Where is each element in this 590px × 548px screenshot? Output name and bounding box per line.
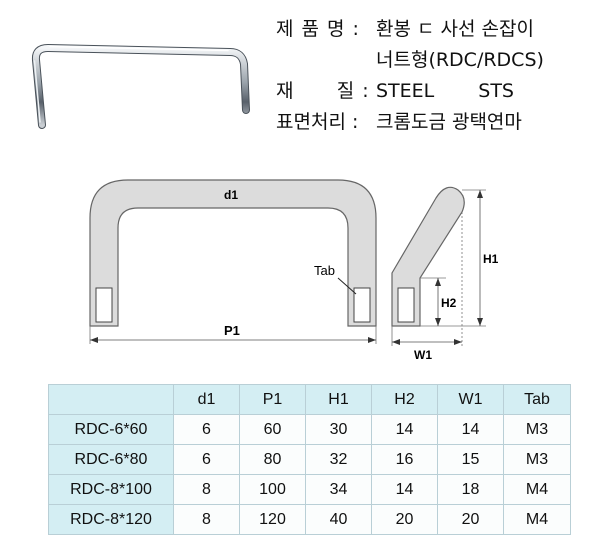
table-cell: 40 (305, 504, 372, 535)
spec-value: 너트형(RDC/RDCS) (376, 49, 544, 71)
spec-label (276, 45, 376, 76)
side-nut-hole (397, 287, 415, 323)
table-row: RDC-8*120 8 120 40 20 20 M4 (48, 504, 571, 535)
p1-label: P1 (224, 323, 240, 338)
model-cell: RDC-8*120 (48, 504, 174, 535)
table-cell: 15 (437, 444, 504, 475)
header-cell: Tab (503, 384, 571, 415)
table-row: RDC-6*80 6 80 32 16 15 M3 (48, 444, 571, 475)
table-cell: M3 (503, 444, 571, 475)
material-steel: STEEL (376, 80, 435, 102)
material-sts: STS (478, 80, 514, 102)
header-cell: d1 (173, 384, 240, 415)
table-cell: 34 (305, 474, 372, 505)
dimension-table: d1 P1 H1 H2 W1 Tab RDC-6*60 6 60 30 14 1… (48, 384, 571, 535)
table-cell: M3 (503, 414, 571, 445)
table-cell: 80 (239, 444, 306, 475)
table-cell: 6 (173, 444, 240, 475)
table-cell: 8 (173, 504, 240, 535)
header-cell: P1 (239, 384, 306, 415)
tab-label: Tab (314, 263, 335, 278)
spec-label: 재 질 : (276, 80, 370, 102)
right-nut-hole (353, 287, 371, 323)
table-cell: 20 (437, 504, 504, 535)
table-cell: 100 (239, 474, 306, 505)
table-cell: 14 (371, 474, 438, 505)
left-nut-hole (95, 287, 113, 323)
side-view: H1 H2 W1 (391, 186, 499, 362)
spec-row-finish: 표면처리 : 크롬도금 광택연마 (276, 107, 586, 138)
table-cell: 14 (371, 414, 438, 445)
table-cell: 60 (239, 414, 306, 445)
front-view: P1 d1 Tab (89, 179, 377, 344)
table-header-row: d1 P1 H1 H2 W1 Tab (48, 384, 571, 415)
spec-value: 환봉 ㄷ 사선 손잡이 (376, 18, 534, 40)
table-cell: M4 (503, 504, 571, 535)
spec-value: 크롬도금 광택연마 (376, 111, 522, 133)
w1-label: W1 (414, 348, 432, 362)
technical-drawing: P1 d1 Tab H1 H2 W1 (89, 179, 499, 362)
h2-label: H2 (441, 296, 457, 310)
header-cell: W1 (437, 384, 504, 415)
table-cell: 20 (371, 504, 438, 535)
h1-label: H1 (483, 252, 499, 266)
spec-row-material: 재 질 : STEEL STS (276, 76, 586, 107)
header-cell: H1 (305, 384, 372, 415)
d1-label: d1 (224, 188, 238, 202)
table-row: RDC-8*100 8 100 34 14 18 M4 (48, 474, 571, 505)
product-spec: 제 품 명 : 환봉 ㄷ 사선 손잡이 너트형(RDC/RDCS) 재 질 : … (276, 14, 586, 138)
spec-label: 제 품 명 : (276, 18, 360, 40)
table-cell: 30 (305, 414, 372, 445)
table-cell: 120 (239, 504, 306, 535)
model-cell: RDC-8*100 (48, 474, 174, 505)
handle-product-photo (31, 44, 250, 129)
spec-row-name: 제 품 명 : 환봉 ㄷ 사선 손잡이 (276, 14, 586, 45)
table-cell: 32 (305, 444, 372, 475)
table-cell: M4 (503, 474, 571, 505)
table-row: RDC-6*60 6 60 30 14 14 M3 (48, 414, 571, 445)
table-cell: 6 (173, 414, 240, 445)
model-cell: RDC-6*80 (48, 444, 174, 475)
table-cell: 14 (437, 414, 504, 445)
spec-row-type: 너트형(RDC/RDCS) (276, 45, 586, 76)
model-cell: RDC-6*60 (48, 414, 174, 445)
header-cell (48, 384, 174, 415)
table-cell: 18 (437, 474, 504, 505)
table-cell: 16 (371, 444, 438, 475)
spec-label: 표면처리 : (276, 111, 359, 133)
spec-value: STEEL STS (376, 76, 586, 107)
header-cell: H2 (371, 384, 438, 415)
table-cell: 8 (173, 474, 240, 505)
